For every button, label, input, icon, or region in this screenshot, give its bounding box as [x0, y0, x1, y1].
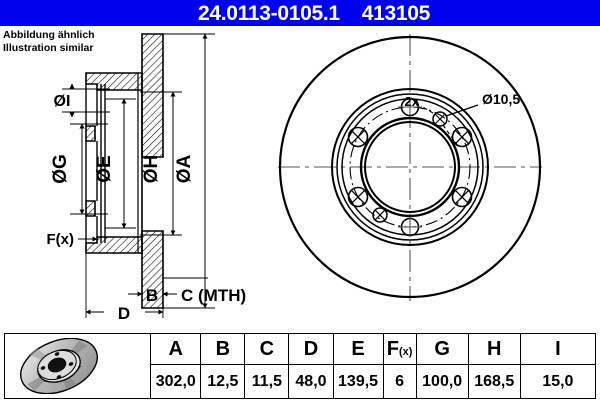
table-header-fx-main: F — [386, 337, 399, 360]
label-dia-e: ØE — [94, 155, 115, 182]
spec-table: A B C D E F(x) G H I 302,0 12,5 11,5 48,… — [3, 333, 597, 399]
section-hub-upper — [85, 72, 143, 142]
label-dia-i: ØI — [54, 93, 71, 110]
table-header-i: I — [519, 333, 597, 365]
table-value-row: 302,0 12,5 11,5 48,0 139,5 6 100,0 168,5… — [5, 364, 597, 399]
table-value-c: 11,5 — [244, 364, 290, 399]
product-thumbnail-cell — [3, 333, 152, 399]
table-header-fx-sub: (x) — [398, 345, 413, 358]
header-bar: · · 24.0113-0105.1 413105 — [0, 0, 600, 26]
hub-lip-upper-hatch — [85, 125, 96, 142]
bolt-hole — [451, 186, 473, 208]
face-view: 2x Ø10,5 — [278, 34, 542, 301]
hub-flange-upper-hatch — [85, 72, 143, 91]
label-dia-a: ØA — [174, 154, 195, 183]
plain-hole — [398, 97, 422, 117]
table-value-fx: 6 — [382, 364, 417, 399]
disc-ring-upper-hatch — [141, 33, 164, 158]
dimension-dia-a: ØA — [163, 33, 215, 309]
label-dia-h: ØH — [141, 155, 162, 184]
illustration-note-de: Abbildung ähnlich — [3, 29, 95, 41]
table-value-i: 15,0 — [519, 364, 597, 399]
header-watermark: · · — [24, 6, 37, 13]
annotation-dia-10-5: Ø10,5 — [445, 91, 520, 117]
table-value-b: 12,5 — [200, 364, 246, 399]
dimension-dia-e: ØE — [94, 98, 136, 229]
hub-lip-lower-hatch — [85, 200, 96, 217]
bolt-hole-group — [347, 126, 473, 208]
label-b: B — [146, 286, 158, 305]
illustration-note-en: Illustration similar — [3, 41, 94, 54]
plain-hole-group — [398, 97, 422, 237]
table-value-d: 48,0 — [288, 364, 334, 399]
drawing-area: ØI ØG F(x) — [0, 26, 600, 326]
label-2x: 2x — [405, 94, 420, 109]
plain-hole — [398, 217, 422, 237]
dimension-d: D — [85, 253, 164, 323]
product-thumbnail — [5, 334, 150, 398]
table-header-c: C — [244, 333, 290, 365]
section-hub-lower — [85, 200, 143, 254]
cross-section-view: ØI ØG F(x) — [47, 33, 246, 323]
spec-table-container: A B C D E F(x) G H I 302,0 12,5 11,5 48,… — [3, 333, 597, 399]
part-number: 24.0113-0105.1 — [197, 1, 340, 25]
label-dia-g: ØG — [50, 154, 71, 184]
dimension-c-mth: C (MTH) — [163, 272, 246, 305]
table-value-e: 139,5 — [332, 364, 384, 399]
dimension-b: B — [128, 286, 177, 308]
hub-outer-circle — [359, 116, 461, 218]
dimension-fx: F(x) — [47, 231, 98, 248]
table-header-d: D — [288, 333, 334, 365]
table-value-g: 100,0 — [415, 364, 469, 399]
label-hole-diameter: Ø10,5 — [482, 91, 520, 107]
friction-ring-outer — [331, 88, 489, 246]
friction-ring-mid — [336, 93, 484, 241]
small-hole — [372, 207, 388, 223]
dimension-dia-h: ØH — [140, 91, 182, 236]
small-hole-group — [372, 111, 448, 223]
header-title-group: 24.0113-0105.1 413105 — [198, 3, 430, 24]
table-header-row: A B C D E F(x) G H I — [3, 333, 597, 399]
label-fx: F(x) — [47, 231, 75, 248]
center-bore — [364, 121, 456, 213]
bolt-hole — [347, 186, 369, 208]
small-hole — [432, 111, 448, 127]
table-header-e: E — [332, 333, 384, 365]
dimension-dia-i: ØI — [54, 83, 110, 118]
bolt-hole — [347, 126, 369, 148]
illustration-note: Abbildung ähnlich Illustration similar — [3, 29, 95, 54]
article-number: 413105 — [361, 1, 431, 25]
label-d: D — [118, 304, 130, 323]
annotation-2x: 2x — [405, 94, 459, 147]
dimension-dia-g: ØG — [50, 123, 108, 215]
table-header-fx: F(x) — [382, 333, 417, 365]
table-header-a: A — [150, 333, 202, 365]
table-value-h: 168,5 — [467, 364, 521, 399]
section-disc-ring — [141, 33, 164, 309]
label-c-mth: C (MTH) — [181, 286, 246, 305]
brake-disc-icon — [20, 338, 98, 394]
table-header-h: H — [467, 333, 521, 365]
bolt-hole — [451, 126, 473, 148]
disc-outer-edge — [278, 35, 542, 299]
table-header-g: G — [415, 333, 469, 365]
table-value-a: 302,0 — [150, 364, 202, 399]
centerlines — [278, 34, 542, 301]
table-header-b: B — [200, 333, 246, 365]
